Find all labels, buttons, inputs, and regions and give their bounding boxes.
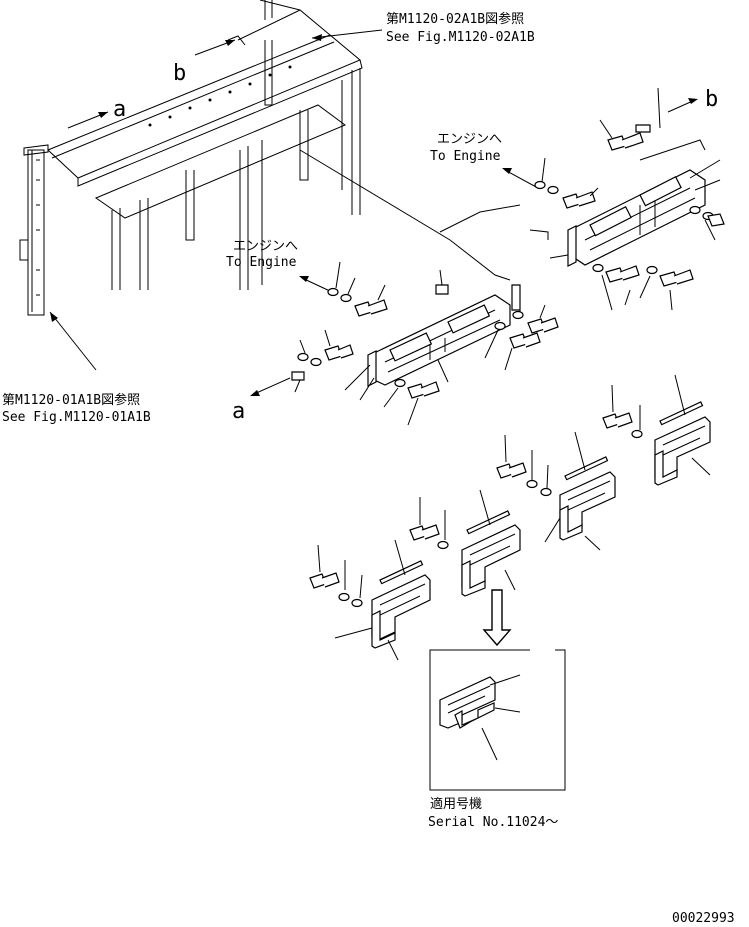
engine-upper-jp: エンジンへ xyxy=(437,132,502,147)
middle-harness-assembly xyxy=(291,261,559,426)
bolt-icon xyxy=(509,332,541,349)
washer-icon xyxy=(534,180,546,190)
washer-icon xyxy=(540,487,552,497)
fig-01-ref-en: See Fig.M1120-01A1B xyxy=(2,410,151,425)
washer-icon xyxy=(437,540,449,550)
fig-02-ref-jp: 第M1120-02A1B図参照 xyxy=(386,11,524,27)
upper-harness-assembly xyxy=(529,87,725,311)
washer-icon xyxy=(592,263,604,273)
bracket-3 xyxy=(496,431,616,551)
marker-a-top: a xyxy=(113,97,126,122)
washer-icon xyxy=(327,287,339,297)
bolt-icon xyxy=(324,344,354,361)
bolt-icon xyxy=(659,269,694,287)
marker-b-right: b xyxy=(705,87,718,112)
marker-a-lower: a xyxy=(232,399,245,424)
bracket-2 xyxy=(409,489,521,597)
washer-icon xyxy=(547,185,559,195)
bolt-icon xyxy=(407,381,440,399)
bracket-1 xyxy=(309,539,431,661)
washer-icon xyxy=(297,352,309,362)
fig-02-ref-en: See Fig.M1120-02A1B xyxy=(386,30,535,45)
washer-icon xyxy=(338,592,350,602)
bolt-icon xyxy=(309,572,340,589)
serial-label-jp: 適用号機 xyxy=(430,796,482,812)
bolt-icon xyxy=(602,412,633,429)
down-arrow-icon xyxy=(482,589,512,647)
leader-lines xyxy=(49,29,698,396)
washer-icon xyxy=(646,265,658,275)
bolt-icon xyxy=(354,299,388,317)
bolt-icon xyxy=(605,265,640,283)
engine-lower-jp: エンジンへ xyxy=(233,239,298,254)
bolt-icon xyxy=(607,132,644,151)
marker-b-left: b xyxy=(173,61,186,86)
engine-upper-en: To Engine xyxy=(430,149,501,164)
frame-structure xyxy=(19,0,363,316)
bolt-icon xyxy=(496,462,527,479)
washer-icon xyxy=(494,321,506,331)
fig-01-ref-jp: 第M1120-01A1B図参照 xyxy=(2,392,140,408)
washer-icon xyxy=(689,205,701,215)
bolt-icon xyxy=(527,317,559,334)
drawing-number: 00022993 xyxy=(672,911,735,926)
washer-icon xyxy=(310,357,322,367)
washer-icon xyxy=(340,293,352,303)
serial-label-en: Serial No.11024～ xyxy=(428,815,558,830)
washer-icon xyxy=(351,598,363,608)
bolt-icon xyxy=(562,191,596,209)
bolt-icon xyxy=(409,524,440,541)
serial-inset xyxy=(429,649,566,791)
washer-icon xyxy=(394,378,406,388)
washer-icon xyxy=(512,310,524,320)
bolt-icon xyxy=(707,213,725,227)
washer-icon xyxy=(631,429,643,439)
lower-brackets xyxy=(309,374,711,661)
engine-lower-en: To Engine xyxy=(226,255,297,270)
washer-icon xyxy=(526,479,538,489)
bracket-4 xyxy=(602,374,711,486)
